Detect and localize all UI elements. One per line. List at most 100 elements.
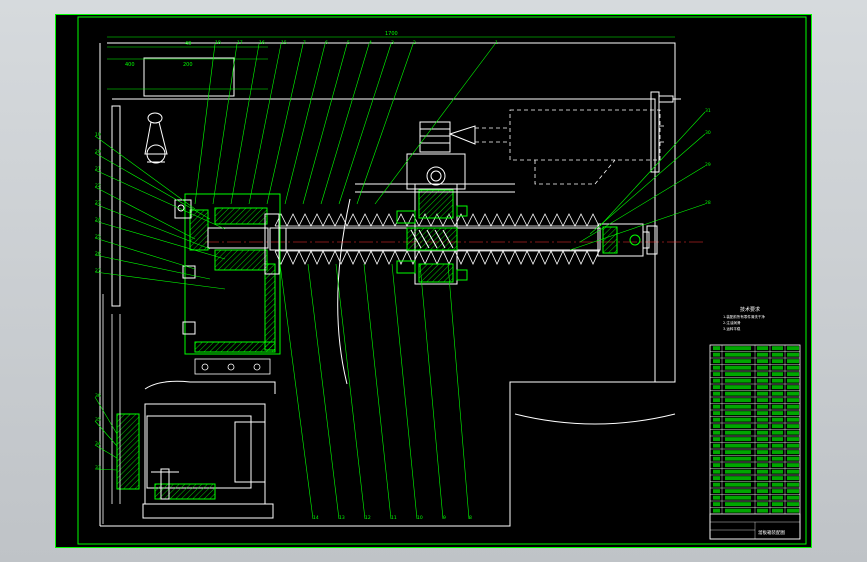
- outer-frame: [55, 14, 812, 548]
- leader-bottom-1: [307, 263, 340, 520]
- parts-cell-mark: [725, 385, 751, 390]
- parts-cell-mark: [787, 443, 799, 448]
- parts-cell-mark: [787, 391, 799, 396]
- parts-cell-mark: [725, 359, 751, 364]
- parts-cell-mark: [787, 398, 799, 403]
- overall-dimension: 1700: [385, 31, 398, 37]
- leader-bottom-3: [363, 263, 392, 520]
- parts-cell-mark: [757, 489, 768, 494]
- parts-cell-mark: [787, 378, 799, 383]
- leader-bottom-4: [391, 263, 418, 520]
- parts-cell-mark: [713, 476, 720, 481]
- leader-top-9: [356, 43, 414, 205]
- leader-left-5: [94, 220, 226, 260]
- parts-cell-mark: [787, 372, 799, 377]
- parts-cell-mark: [772, 417, 783, 422]
- callout-top-8: 3: [391, 40, 394, 46]
- parts-cell-mark: [725, 398, 751, 403]
- title-block-caption: 溜板箱装配图: [758, 529, 785, 536]
- parts-cell-mark: [757, 365, 768, 370]
- parts-cell-mark: [772, 352, 783, 357]
- leader-bottom-0: [279, 263, 314, 520]
- parts-cell-mark: [725, 508, 751, 513]
- tailstock-handwheel: [650, 91, 681, 173]
- callout-left-1: 20: [95, 149, 101, 155]
- leader-bottom-6: [447, 263, 470, 520]
- parts-cell-mark: [772, 359, 783, 364]
- parts-cell-mark: [713, 346, 720, 351]
- half-nut-block: [396, 183, 468, 285]
- parts-cell-mark: [772, 463, 783, 468]
- leader-bottom-left-0: [94, 396, 118, 435]
- parts-cell-mark: [713, 385, 720, 390]
- parts-cell-mark: [772, 378, 783, 383]
- parts-cell-mark: [772, 391, 783, 396]
- parts-cell-mark: [725, 430, 751, 435]
- parts-cell-mark: [757, 352, 768, 357]
- parts-cell-mark: [725, 372, 751, 377]
- parts-cell-mark: [757, 391, 768, 396]
- parts-cell-mark: [725, 411, 751, 416]
- parts-cell-mark: [713, 450, 720, 455]
- parts-cell-mark: [757, 404, 768, 409]
- parts-cell-mark: [713, 424, 720, 429]
- parts-cell-mark: [725, 489, 751, 494]
- parts-cell-mark: [757, 430, 768, 435]
- dimension-400: 400: [125, 62, 135, 68]
- parts-cell-mark: [787, 346, 799, 351]
- parts-cell-mark: [757, 437, 768, 442]
- leader-left-6: [94, 237, 196, 270]
- parts-cell-mark: [772, 502, 783, 507]
- parts-cell-mark: [757, 463, 768, 468]
- parts-cell-mark: [725, 502, 751, 507]
- parts-cell-mark: [772, 424, 783, 429]
- parts-cell-mark: [757, 424, 768, 429]
- drawing-sheet[interactable]: 1700 40 400 200: [55, 14, 812, 548]
- parts-cell-mark: [725, 463, 751, 468]
- leader-right-2: [579, 165, 706, 243]
- callout-top-3: 15: [281, 40, 287, 46]
- parts-cell-mark: [772, 404, 783, 409]
- inner-frame: [77, 16, 807, 545]
- callout-left-4: 23: [95, 200, 101, 206]
- parts-cell-mark: [713, 508, 720, 513]
- parts-cell-mark: [725, 495, 751, 500]
- parts-cell-mark: [772, 489, 783, 494]
- parts-cell-mark: [725, 404, 751, 409]
- callout-left-0: 19: [95, 132, 101, 138]
- tailstock-dashed: [475, 109, 667, 185]
- parts-cell-mark: [772, 508, 783, 513]
- parts-cell-mark: [713, 437, 720, 442]
- callout-bottom-left-0: 36: [95, 393, 101, 399]
- leader-left-8: [94, 271, 226, 290]
- parts-cell-mark: [757, 456, 768, 461]
- callout-right-0: 31: [705, 108, 711, 114]
- parts-cell-mark: [787, 469, 799, 474]
- assembly-drawing: 1700 40 400 200: [55, 14, 812, 548]
- parts-cell-mark: [772, 476, 783, 481]
- leader-left-3: [94, 186, 196, 240]
- parts-cell-mark: [772, 372, 783, 377]
- parts-cell-mark: [757, 450, 768, 455]
- parts-cell-mark: [713, 456, 720, 461]
- callout-bottom-1: 13: [339, 515, 345, 521]
- parts-cell-mark: [757, 411, 768, 416]
- parts-cell-mark: [787, 437, 799, 442]
- callout-top-1: 17: [237, 40, 243, 46]
- parts-cell-mark: [725, 450, 751, 455]
- parts-cell-mark: [713, 489, 720, 494]
- parts-cell-mark: [725, 352, 751, 357]
- tech-requirement-3: 3.运转平稳: [723, 326, 741, 331]
- parts-cell-mark: [757, 443, 768, 448]
- tech-requirement-1: 1.装配前所有零件清洗干净: [723, 314, 765, 319]
- dimension-40: 40: [185, 41, 191, 47]
- callout-bottom-left-2: 34: [95, 441, 101, 447]
- parts-cell-mark: [725, 476, 751, 481]
- parts-cell-mark: [772, 495, 783, 500]
- parts-cell-mark: [772, 430, 783, 435]
- left-gearbox: [174, 193, 287, 355]
- parts-cell-mark: [787, 365, 799, 370]
- parts-cell-mark: [713, 365, 720, 370]
- callout-right-3: 28: [705, 200, 711, 206]
